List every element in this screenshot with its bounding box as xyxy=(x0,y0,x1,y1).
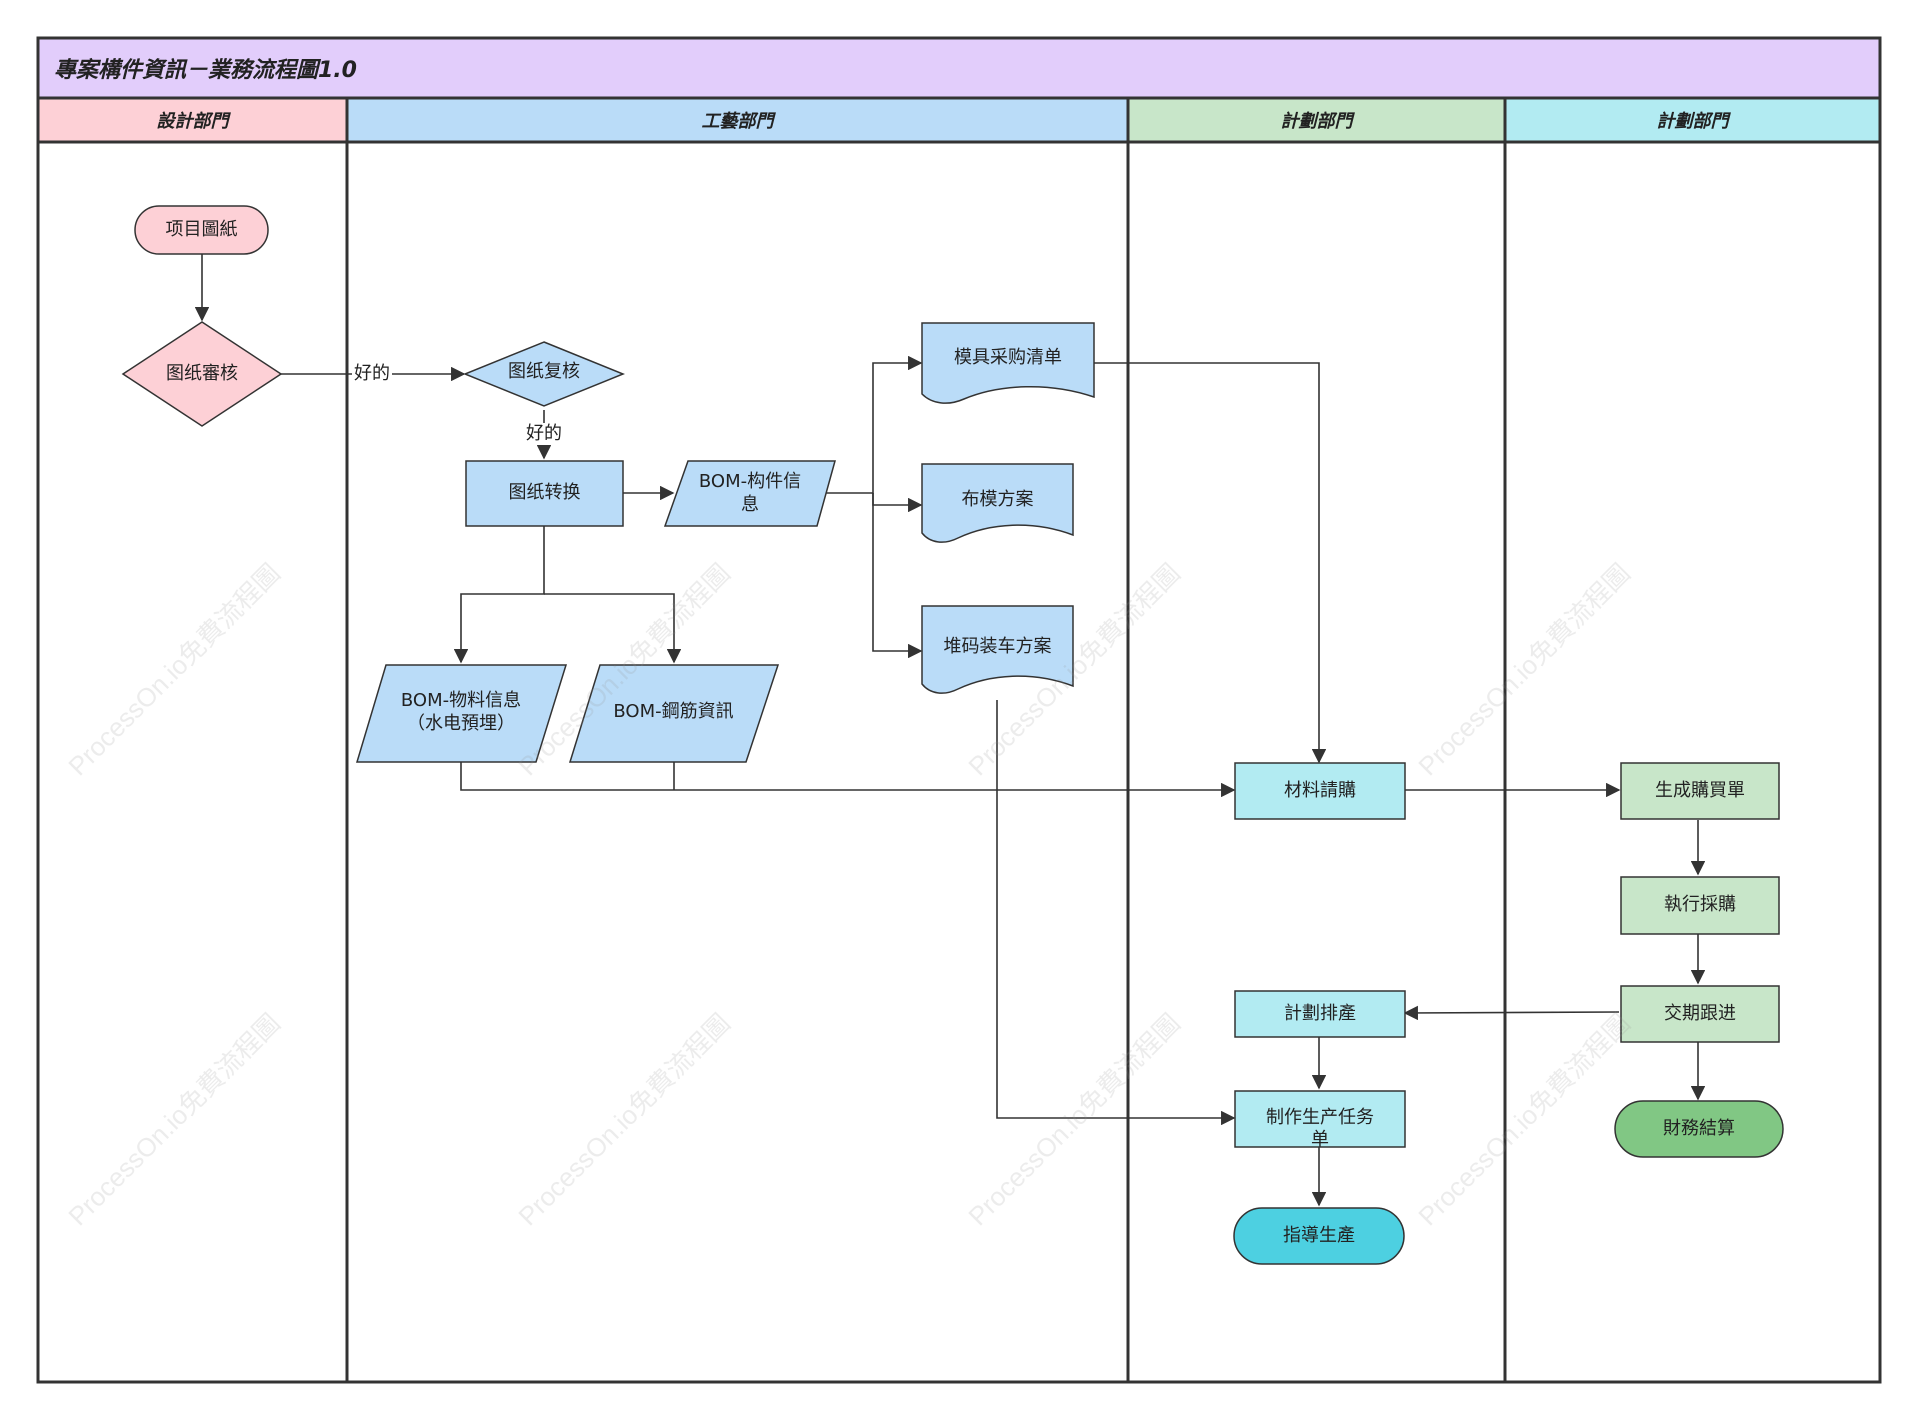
edge-mold-purchase-to-request xyxy=(1094,362,1327,764)
node-mold-purchase-label: 模具采购清单 xyxy=(954,346,1062,368)
lane-header-plan-1: 計劃部門 xyxy=(1280,111,1353,132)
lane-header-craft-bg xyxy=(345,96,1130,144)
node-drawing-review-label: 图纸審核 xyxy=(166,362,238,384)
node-stacking-plan-label: 堆码装车方案 xyxy=(943,635,1052,657)
node-guide-production-shape[interactable] xyxy=(1233,1207,1405,1265)
lane-header-design: 設計部門 xyxy=(156,111,229,132)
node-bom-component-label: BOM-构件信 息 xyxy=(698,471,802,515)
node-drawing-review-shape[interactable] xyxy=(121,321,283,427)
edge-bom-to-stacking-plan xyxy=(872,493,923,659)
node-guide-production-label: 指導生產 xyxy=(1283,1224,1355,1246)
pool-title: 專案構件資訊－業務流程圖1.0 xyxy=(54,58,357,83)
edge-bom-to-mold-purchase xyxy=(826,355,923,494)
edge-bom-material-to-request xyxy=(460,762,1236,798)
node-execute-purchase-label: 執行採購 xyxy=(1664,894,1736,916)
node-material-request-label: 材料請購 xyxy=(1284,779,1356,801)
edge-stacking-to-task xyxy=(996,700,1236,1126)
node-mold-purchase-shape[interactable] xyxy=(921,322,1095,404)
node-production-schedule-label: 計劃排產 xyxy=(1284,1002,1356,1024)
node-bom-material-shape[interactable] xyxy=(355,664,568,763)
node-bom-rebar-label: BOM-鋼筋資訊 xyxy=(613,701,734,723)
node-drawing-recheck-shape[interactable] xyxy=(463,341,625,407)
lane-header-plan-2: 計劃部門 xyxy=(1656,111,1729,132)
node-delivery-tracking-label: 交期跟进 xyxy=(1664,1002,1736,1024)
node-bom-rebar-shape[interactable] xyxy=(568,664,780,763)
node-layout-plan-shape[interactable] xyxy=(921,463,1074,543)
node-generate-po-label: 生成購買單 xyxy=(1655,779,1745,801)
node-stacking-plan-shape[interactable] xyxy=(921,605,1074,694)
edge-label-review-ok: 好的 xyxy=(352,363,392,385)
node-financial-settlement-shape[interactable] xyxy=(1614,1100,1784,1158)
node-layout-plan-label: 布模方案 xyxy=(961,488,1034,510)
edge-convert-to-bom-material xyxy=(453,526,545,664)
node-production-schedule-shape[interactable] xyxy=(1234,990,1406,1038)
lane-header-craft: 工藝部門 xyxy=(701,111,774,132)
node-financial-settlement-label: 財務結算 xyxy=(1663,1117,1735,1139)
node-delivery-tracking-shape[interactable] xyxy=(1620,985,1780,1043)
edge-convert-to-bom-rebar xyxy=(544,593,682,664)
node-project-drawing-shape[interactable] xyxy=(134,205,269,255)
node-drawing-recheck-label: 图纸复核 xyxy=(508,360,580,382)
edge-bom-to-layout-plan xyxy=(872,493,923,513)
lane-header-plan2-bg xyxy=(1503,96,1882,144)
edge-tracking-to-schedule xyxy=(1403,1005,1620,1021)
node-production-task-shape[interactable] xyxy=(1234,1090,1406,1148)
node-bom-component-shape[interactable] xyxy=(663,460,836,527)
node-material-request-shape[interactable] xyxy=(1234,762,1406,820)
lane-header-design-bg xyxy=(36,96,349,144)
node-drawing-convert-label: 图纸转换 xyxy=(508,482,581,504)
pool-border xyxy=(36,36,1882,1384)
node-production-task-label: 制作生产任务 单 xyxy=(1266,1106,1374,1151)
node-generate-po-shape[interactable] xyxy=(1620,762,1780,820)
edge-label-recheck-ok: 好的 xyxy=(524,423,564,445)
node-drawing-convert-shape[interactable] xyxy=(465,460,624,527)
node-execute-purchase-shape[interactable] xyxy=(1620,876,1780,935)
node-project-drawing-label: 项目圖紙 xyxy=(165,218,238,240)
node-bom-material-label: BOM-物料信息 （水电預埋） xyxy=(400,690,522,734)
